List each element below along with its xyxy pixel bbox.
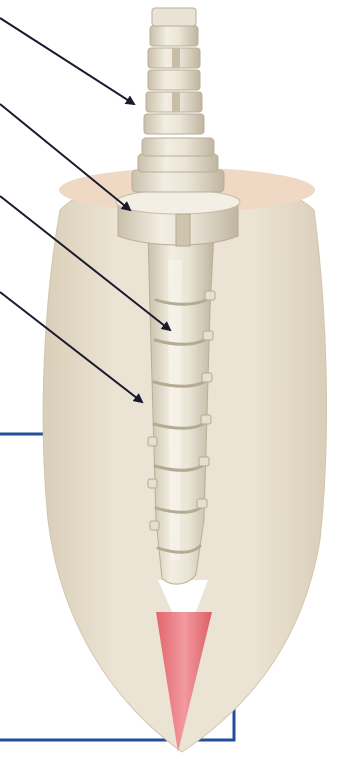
collar-slot <box>176 214 190 246</box>
callout-arrow-1 <box>0 18 134 104</box>
post-collar-top <box>116 190 240 214</box>
